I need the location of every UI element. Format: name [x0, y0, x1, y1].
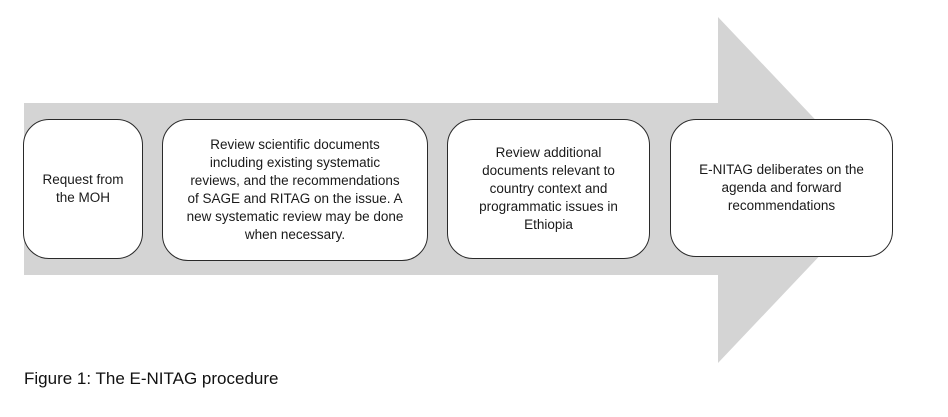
step-review-scientific-documents: Review scientific documents including ex… [162, 119, 428, 261]
step-3-text: Review additional documents relevant to … [479, 145, 618, 232]
step-2-text: Review scientific documents including ex… [186, 137, 404, 242]
step-1-text: Request from the MOH [42, 172, 124, 205]
step-enitag-deliberates: E-NITAG deliberates on the agenda and fo… [670, 119, 893, 257]
step-4-text: E-NITAG deliberates on the agenda and fo… [699, 162, 864, 213]
step-review-additional-documents: Review additional documents relevant to … [447, 119, 650, 259]
figure-caption: Figure 1: The E-NITAG procedure [24, 369, 279, 388]
step-request-from-moh: Request from the MOH [23, 119, 143, 259]
